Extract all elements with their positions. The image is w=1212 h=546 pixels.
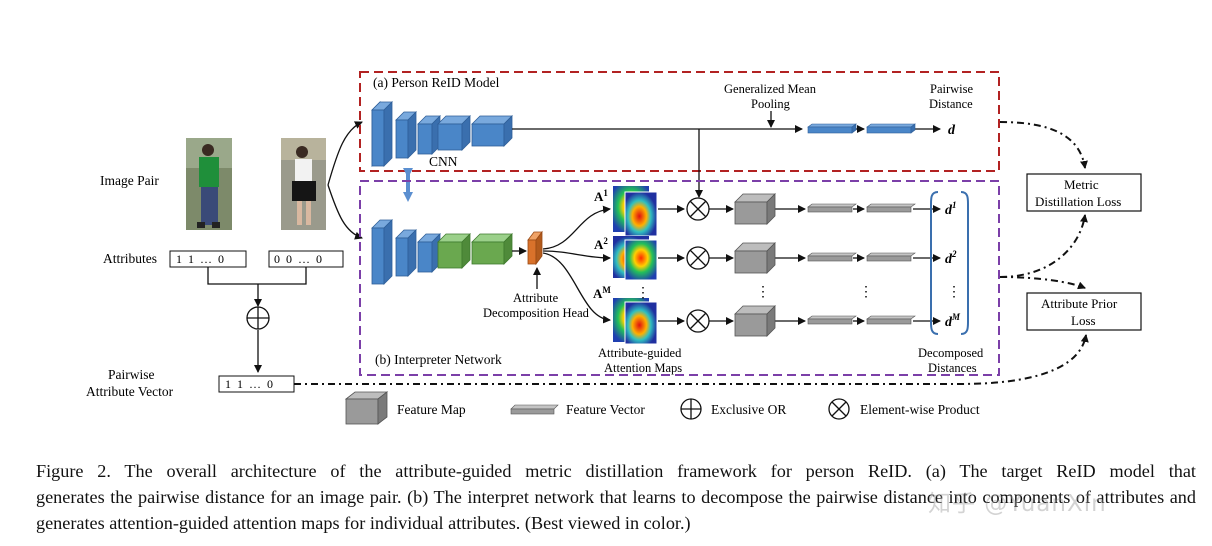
feature-map-2 bbox=[734, 242, 776, 274]
attn-label-am: AM bbox=[593, 285, 611, 301]
cnn-label: CNN bbox=[429, 154, 458, 169]
metric-loss-label-2: Distillation Loss bbox=[1035, 194, 1121, 209]
distance-d: d bbox=[948, 123, 956, 138]
pairwise-vec-text: 1 1 … 0 bbox=[225, 377, 273, 391]
loss-connectors bbox=[294, 121, 1089, 385]
input-arrows bbox=[327, 121, 363, 240]
decomposed-label-2: Distances bbox=[928, 361, 977, 375]
attribute-vector-b: 0 0 … 0 bbox=[268, 250, 344, 268]
pairwise-attr-vector-label-2: Attribute Vector bbox=[86, 384, 174, 399]
cnn-blocks-a bbox=[371, 101, 513, 167]
xor-symbol bbox=[246, 306, 270, 330]
legend-xor-icon bbox=[680, 398, 702, 420]
legend-xor-label: Exclusive OR bbox=[711, 402, 786, 417]
element-product-m bbox=[686, 309, 710, 333]
image-pair-label: Image Pair bbox=[100, 173, 159, 188]
gray-feature-maps bbox=[734, 193, 776, 337]
attn-vdots: ⋮ bbox=[636, 286, 650, 301]
legend-product-label: Element-wise Product bbox=[860, 402, 980, 417]
distance-d1-text: d1 bbox=[945, 200, 957, 218]
panel-b-title: (b) Interpreter Network bbox=[375, 352, 502, 367]
legend: Feature Map Feature Vector Exclusive OR … bbox=[344, 391, 980, 425]
attention-map-m bbox=[613, 298, 658, 345]
legend-product-icon bbox=[828, 398, 850, 420]
feature-map-1 bbox=[734, 193, 776, 225]
reid-main-flow bbox=[512, 111, 941, 198]
attribute-decomposition-head bbox=[527, 230, 543, 266]
pairwise-attr-vector-label-1: Pairwise bbox=[108, 367, 155, 382]
gem-label-1: Generalized Mean bbox=[724, 82, 817, 96]
attention-map-2 bbox=[613, 236, 658, 281]
attn-label-a2: A2 bbox=[594, 236, 608, 252]
attn-maps-label-1: Attribute-guided bbox=[598, 346, 682, 360]
panel-a-person-reid-model bbox=[359, 71, 1000, 172]
feature-map-m bbox=[734, 305, 776, 337]
attribute-vector-a-text: 1 1 … 0 bbox=[176, 252, 224, 266]
panel-b-interpreter-network bbox=[359, 180, 1000, 376]
product-feed-lines bbox=[658, 205, 685, 325]
xor-connector bbox=[207, 267, 307, 373]
attention-map-1 bbox=[613, 186, 658, 237]
attributes-label: Attributes bbox=[103, 251, 157, 266]
legend-feature-map-icon bbox=[344, 391, 389, 425]
panel-a-title: (a) Person ReID Model bbox=[373, 75, 500, 90]
legend-feature-map-label: Feature Map bbox=[397, 402, 466, 417]
element-product-1 bbox=[686, 197, 710, 221]
metric-loss-label-1: Metric bbox=[1064, 177, 1099, 192]
gem-label-2: Pooling bbox=[751, 97, 791, 111]
attr-head-label-2: Decomposition Head bbox=[483, 306, 590, 320]
pairwise-attribute-vector: 1 1 … 0 bbox=[218, 375, 295, 393]
gray-feature-vectors bbox=[807, 203, 916, 325]
vdots-distance: ⋮ bbox=[947, 285, 961, 300]
metric-distillation-loss-box: Metric Distillation Loss bbox=[1026, 173, 1142, 212]
element-product-2 bbox=[686, 246, 710, 270]
person-image-left bbox=[186, 138, 232, 230]
row-arrows bbox=[709, 205, 941, 325]
prior-loss-label-1: Attribute Prior bbox=[1041, 296, 1118, 311]
attribute-prior-loss-box: Attribute Prior Loss bbox=[1026, 292, 1142, 331]
pairwise-distance-label-1: Pairwise bbox=[930, 82, 974, 96]
product-symbols bbox=[686, 197, 710, 333]
cnn-blocks-b bbox=[371, 219, 441, 285]
green-head-blocks bbox=[437, 233, 513, 269]
attr-head-label-1: Attribute bbox=[513, 291, 559, 305]
decomposed-label-1: Decomposed bbox=[918, 346, 984, 360]
attn-maps-label-2: Attention Maps bbox=[604, 361, 682, 375]
vdots-feature-map: ⋮ bbox=[756, 285, 770, 300]
watermark: 知乎 @YuanXin bbox=[928, 491, 1107, 517]
pairwise-distance-label-2: Distance bbox=[929, 97, 973, 111]
attribute-vector-b-text: 0 0 … 0 bbox=[274, 252, 322, 266]
legend-feature-vector-icon bbox=[510, 404, 559, 415]
attribute-vector-a: 1 1 … 0 bbox=[169, 250, 247, 268]
decomposed-bracket bbox=[930, 191, 969, 335]
caption-line-1: Figure 2. The overall architecture of th… bbox=[36, 461, 1196, 481]
attn-label-a1: A1 bbox=[594, 188, 608, 204]
person-image-right bbox=[281, 138, 326, 230]
figure-caption: Figure 2. The overall architecture of th… bbox=[36, 458, 1196, 536]
distance-d2-text: d2 bbox=[945, 249, 957, 267]
prior-loss-label-2: Loss bbox=[1071, 313, 1096, 328]
branch-arrows bbox=[542, 205, 611, 324]
architecture-diagram: Image Pair Attributes 1 1 … 0 0 0 … 0 Pa… bbox=[86, 71, 1142, 425]
distance-dm-text: dM bbox=[945, 312, 961, 330]
legend-feature-vector-label: Feature Vector bbox=[566, 402, 645, 417]
feature-vectors-a bbox=[807, 123, 916, 134]
vdots-vector: ⋮ bbox=[859, 285, 873, 300]
caption-rest: generates the pairwise distance for an i… bbox=[36, 487, 1196, 533]
